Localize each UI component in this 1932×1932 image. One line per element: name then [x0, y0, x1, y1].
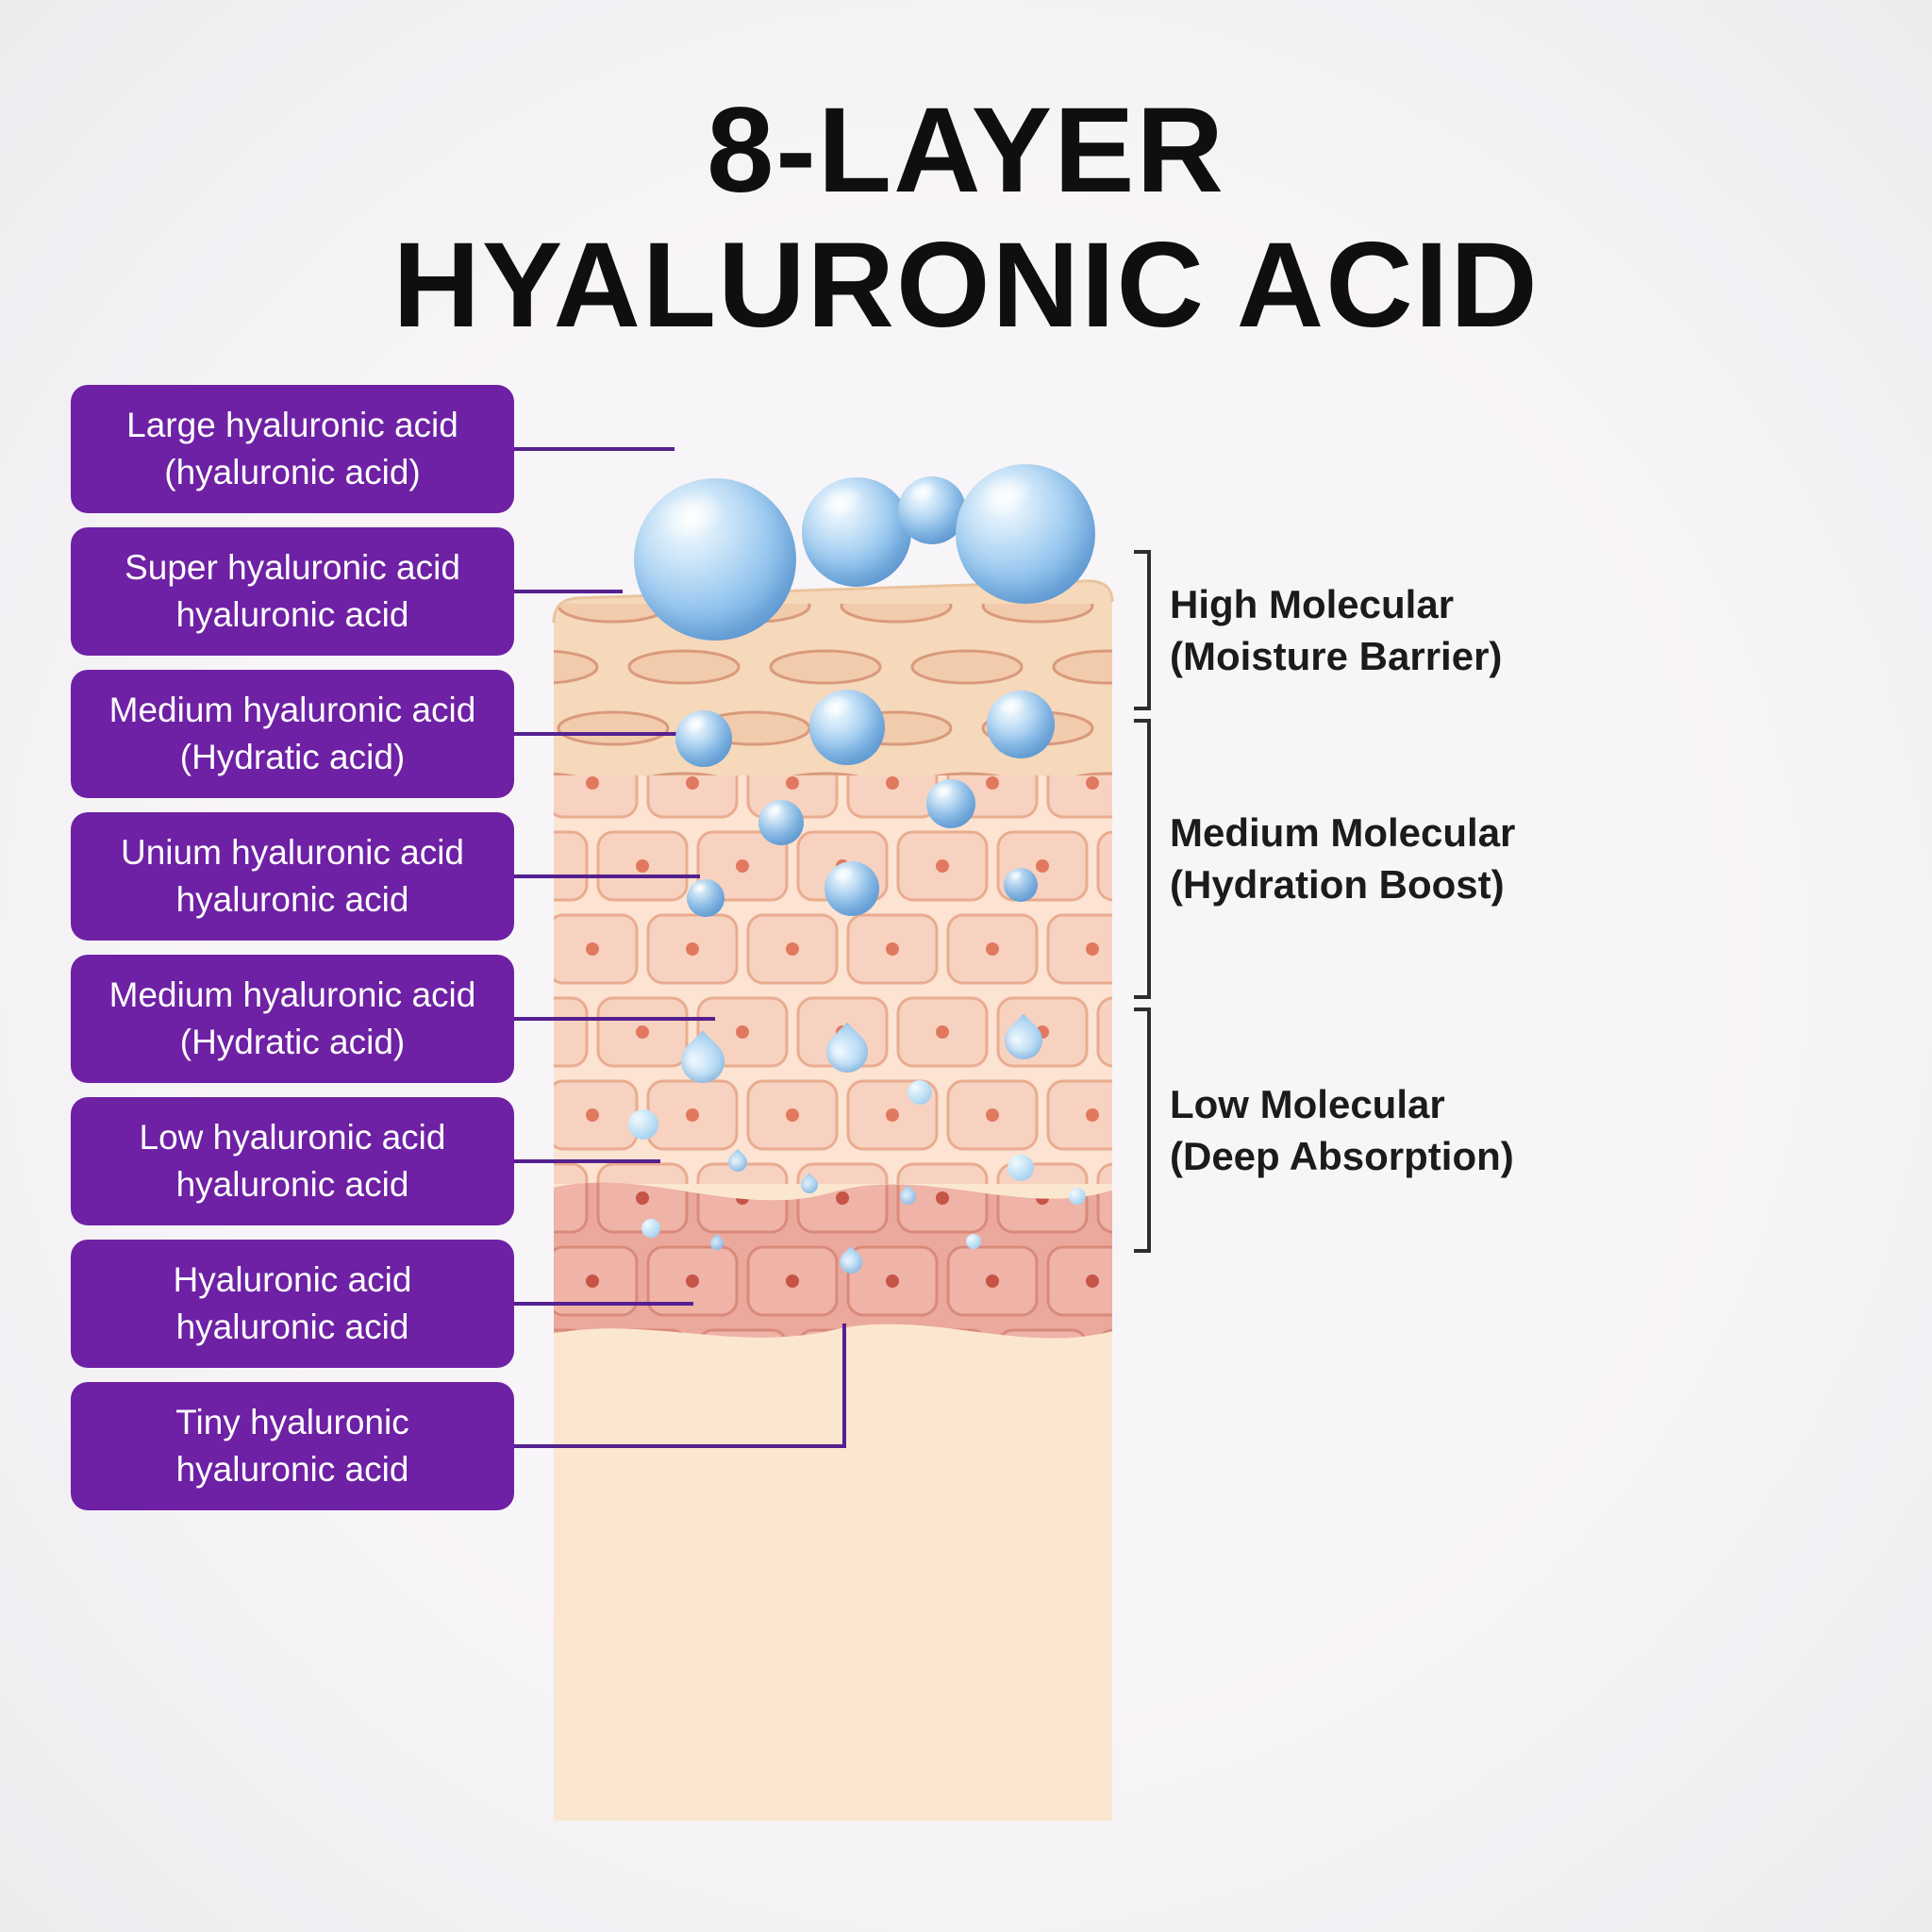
- label-box-tiny-ha: Tiny hyaluronic hyaluronic acid: [71, 1382, 514, 1510]
- bracket-low-molecular: [1134, 1008, 1151, 1253]
- bubble-medium-3: [987, 691, 1055, 758]
- right-label-medium: Medium Molecular (Hydration Boost): [1170, 808, 1515, 910]
- label-line: Hyaluronic acid: [173, 1260, 412, 1300]
- label-line: hyaluronic acid: [175, 1307, 409, 1346]
- bubble-medium-6: [824, 861, 879, 916]
- right-label-line: (Moisture Barrier): [1170, 633, 1503, 678]
- skin-basal-cells: [554, 1182, 1112, 1339]
- right-label-low: Low Molecular (Deep Absorption): [1170, 1079, 1514, 1182]
- label-box-unium-ha: Unium hyaluronic acid hyaluronic acid: [71, 812, 514, 941]
- label-line: (Hydratic acid): [179, 1023, 406, 1061]
- right-label-line: (Hydration Boost): [1170, 861, 1505, 907]
- bubble-large-1: [634, 478, 796, 641]
- label-line: (Hydratic acid): [179, 738, 406, 776]
- bubble-large-4: [956, 464, 1095, 604]
- bubble-small-4: [641, 1219, 660, 1238]
- connector-line-8-vertical: [842, 1324, 846, 1446]
- bubble-large-2: [802, 477, 911, 587]
- label-box-low-ha: Low hyaluronic acid hyaluronic acid: [71, 1097, 514, 1225]
- right-label-line: Low Molecular: [1170, 1082, 1445, 1126]
- label-box-ha: Hyaluronic acid hyaluronic acid: [71, 1240, 514, 1368]
- bubble-small-3: [1008, 1155, 1034, 1181]
- bubble-small-6: [966, 1234, 981, 1249]
- connector-line-8: [514, 1444, 846, 1448]
- label-line: Medium hyaluronic acid: [108, 975, 476, 1015]
- label-line: Large hyaluronic acid: [126, 406, 458, 445]
- label-line: (hyaluronic acid): [164, 453, 421, 491]
- skin-diagram: [552, 579, 1114, 1821]
- bubble-large-3: [898, 476, 966, 544]
- label-line: Super hyaluronic acid: [125, 548, 460, 588]
- connector-line-1: [514, 447, 675, 451]
- title-line-1: 8-LAYER: [707, 83, 1225, 218]
- connector-line-6: [514, 1159, 660, 1163]
- bracket-medium-molecular: [1134, 719, 1151, 999]
- bubble-small-1: [628, 1109, 658, 1140]
- label-line: hyaluronic acid: [175, 1165, 409, 1204]
- bubble-medium-2: [809, 690, 885, 765]
- label-line: Unium hyaluronic acid: [120, 833, 464, 873]
- bracket-high-molecular: [1134, 550, 1151, 710]
- label-line: Medium hyaluronic acid: [108, 691, 476, 730]
- connector-line-2: [514, 590, 623, 593]
- connector-line-7: [514, 1302, 693, 1306]
- bubble-medium-1: [675, 710, 732, 767]
- bubble-medium-5: [926, 779, 975, 828]
- connector-line-5: [514, 1017, 715, 1021]
- bubble-small-2: [908, 1080, 932, 1105]
- bubble-medium-4: [758, 800, 804, 845]
- connector-line-3: [514, 732, 724, 736]
- right-label-line: (Deep Absorption): [1170, 1133, 1514, 1178]
- label-box-medium-ha-2: Medium hyaluronic acid (Hydratic acid): [71, 955, 514, 1083]
- right-label-line: Medium Molecular: [1170, 810, 1516, 855]
- label-box-medium-ha-1: Medium hyaluronic acid (Hydratic acid): [71, 670, 514, 798]
- label-box-super-ha: Super hyaluronic acid hyaluronic acid: [71, 527, 514, 656]
- connector-line-4: [514, 874, 700, 878]
- label-line: hyaluronic acid: [175, 880, 409, 919]
- label-line: hyaluronic acid: [175, 1450, 409, 1489]
- label-line: Tiny hyaluronic: [175, 1403, 409, 1442]
- label-box-large-ha: Large hyaluronic acid (hyaluronic acid): [71, 385, 514, 513]
- page-title: 8-LAYER HYALURONIC ACID: [0, 83, 1932, 354]
- bubble-small-5: [1069, 1188, 1086, 1205]
- label-line: Low hyaluronic acid: [139, 1118, 446, 1158]
- label-line: hyaluronic acid: [175, 595, 409, 634]
- bubble-medium-8: [1004, 868, 1038, 902]
- right-label-high: High Molecular (Moisture Barrier): [1170, 579, 1502, 682]
- skin-surface-edge: [552, 579, 1114, 624]
- bubble-medium-7: [687, 879, 724, 917]
- title-line-2: HYALURONIC ACID: [392, 218, 1540, 354]
- right-label-line: High Molecular: [1170, 582, 1455, 626]
